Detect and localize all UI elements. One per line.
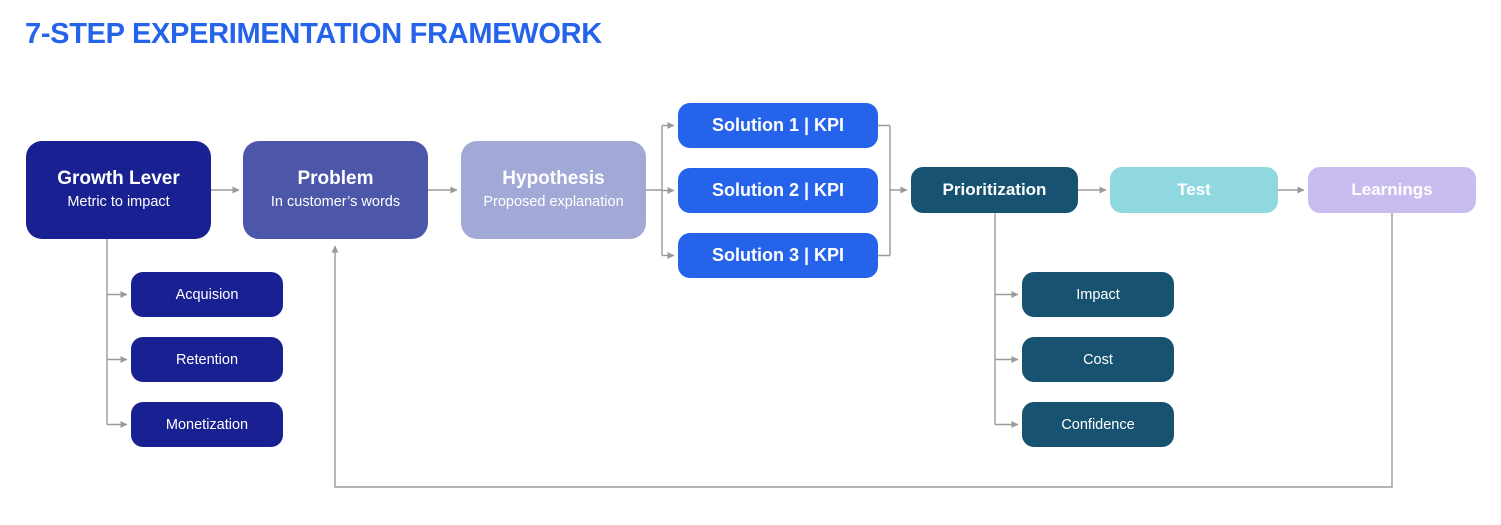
node-learnings: Learnings <box>1308 167 1476 213</box>
node-impact: Impact <box>1022 272 1174 317</box>
growth-lever-title: Growth Lever <box>57 167 180 189</box>
page-title: 7-STEP EXPERIMENTATION FRAMEWORK <box>25 18 602 50</box>
hypothesis-title: Hypothesis <box>502 167 605 189</box>
impact-label: Impact <box>1076 286 1120 303</box>
merge-solutions-spine <box>878 124 891 257</box>
node-solution-1: Solution 1 | KPI <box>678 103 878 148</box>
node-confidence: Confidence <box>1022 402 1174 447</box>
learnings-label: Learnings <box>1351 180 1433 199</box>
node-solution-3: Solution 3 | KPI <box>678 233 878 278</box>
confidence-label: Confidence <box>1061 416 1135 433</box>
solution-1-label: Solution 1 | KPI <box>711 115 845 135</box>
acquision-label: Acquision <box>175 286 239 303</box>
problem-subtitle: In customer’s words <box>270 194 401 211</box>
test-label: Test <box>1177 180 1211 199</box>
node-retention: Retention <box>131 337 283 382</box>
node-cost: Cost <box>1022 337 1174 382</box>
hypothesis-subtitle: Proposed explanation <box>483 194 624 211</box>
node-growth-lever: Growth Lever Metric to impact <box>26 141 211 239</box>
node-prioritization: Prioritization <box>911 167 1078 213</box>
solution-2-label: Solution 2 | KPI <box>711 180 845 200</box>
node-acquision: Acquision <box>131 272 283 317</box>
problem-title: Problem <box>297 167 374 189</box>
branch-hypothesis-spine <box>646 125 663 256</box>
growth-lever-subtitle: Metric to impact <box>67 194 170 211</box>
monetization-label: Monetization <box>165 416 249 433</box>
node-solution-2: Solution 2 | KPI <box>678 168 878 213</box>
solution-3-label: Solution 3 | KPI <box>711 245 845 265</box>
node-hypothesis: Hypothesis Proposed explanation <box>461 141 646 239</box>
cost-label: Cost <box>1083 351 1113 368</box>
feedback-learnings-to-problem <box>331 213 1393 488</box>
node-monetization: Monetization <box>131 402 283 447</box>
retention-label: Retention <box>175 351 239 368</box>
node-test: Test <box>1110 167 1278 213</box>
prioritization-label: Prioritization <box>942 180 1047 199</box>
node-problem: Problem In customer’s words <box>243 141 428 239</box>
